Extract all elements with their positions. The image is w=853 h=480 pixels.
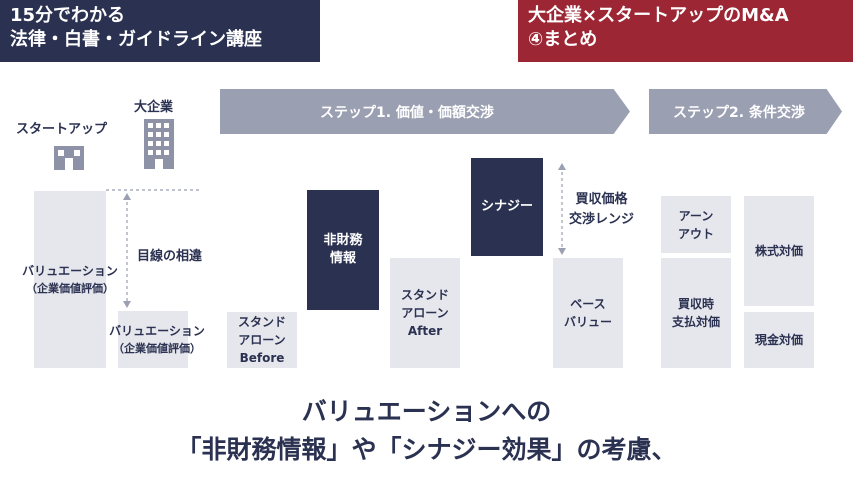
startup-label: スタートアップ: [16, 122, 108, 137]
caption-line2: 「非財務情報」や「シナジー効果」の考慮、: [176, 435, 677, 464]
price-range-arrow-down-head: [558, 248, 566, 255]
caption-line1: バリュエーションへの: [301, 397, 552, 426]
course-title-line2: 法律・白書・ガイドライン講座: [10, 29, 262, 50]
lesson-title-line2: ④まとめ: [528, 29, 598, 50]
gap-arrow-up-head: [123, 193, 131, 200]
startup-valuation-box: [34, 191, 106, 368]
startup-valuation-label: バリュエーション （企業価値評価）: [22, 264, 118, 295]
lesson-title-badge: 大企業×スタートアップのM&A ④まとめ: [518, 0, 853, 62]
non-financial-info-box: 非財務 情報: [307, 190, 379, 310]
cash-consideration-box: 現金対価: [744, 312, 814, 368]
gap-arrow-down-head: [123, 301, 131, 308]
lesson-title-line1: 大企業×スタートアップのM&A: [528, 5, 789, 26]
synergy-box: シナジー: [471, 158, 543, 256]
course-title-badge: 15分でわかる 法律・白書・ガイドライン講座: [0, 0, 320, 62]
step1-label: ステップ1. 価値・価額交渉: [320, 104, 494, 121]
corporate-valuation-box: [118, 311, 188, 368]
step2-label: ステップ2. 条件交渉: [673, 104, 805, 121]
base-value-box: ベース バリュー: [553, 258, 623, 368]
corporate-valuation-label: バリュエーション （企業価値評価）: [109, 324, 205, 355]
step1-arrow: ステップ1. 価値・価額交渉: [220, 89, 630, 134]
price-range-label: 買収価格 交渉レンジ: [569, 192, 635, 227]
step2-arrow: ステップ2. 条件交渉: [649, 89, 842, 134]
course-title-line1: 15分でわかる: [10, 5, 126, 26]
gap-label: 目線の相違: [137, 249, 203, 264]
price-range-arrow-up-head: [558, 163, 566, 170]
payment-at-acquisition-box: 買収時 支払対価: [661, 258, 731, 368]
standalone-before-box: スタンド アローン Before: [227, 312, 297, 368]
corporate-building-icon: [144, 119, 174, 169]
stock-consideration-box: 株式対価: [744, 196, 814, 306]
startup-building-icon: [54, 146, 84, 170]
earnout-box: アーン アウト: [661, 196, 731, 253]
standalone-after-box: スタンド アローン After: [390, 258, 460, 368]
corporate-label: 大企業: [134, 100, 174, 115]
